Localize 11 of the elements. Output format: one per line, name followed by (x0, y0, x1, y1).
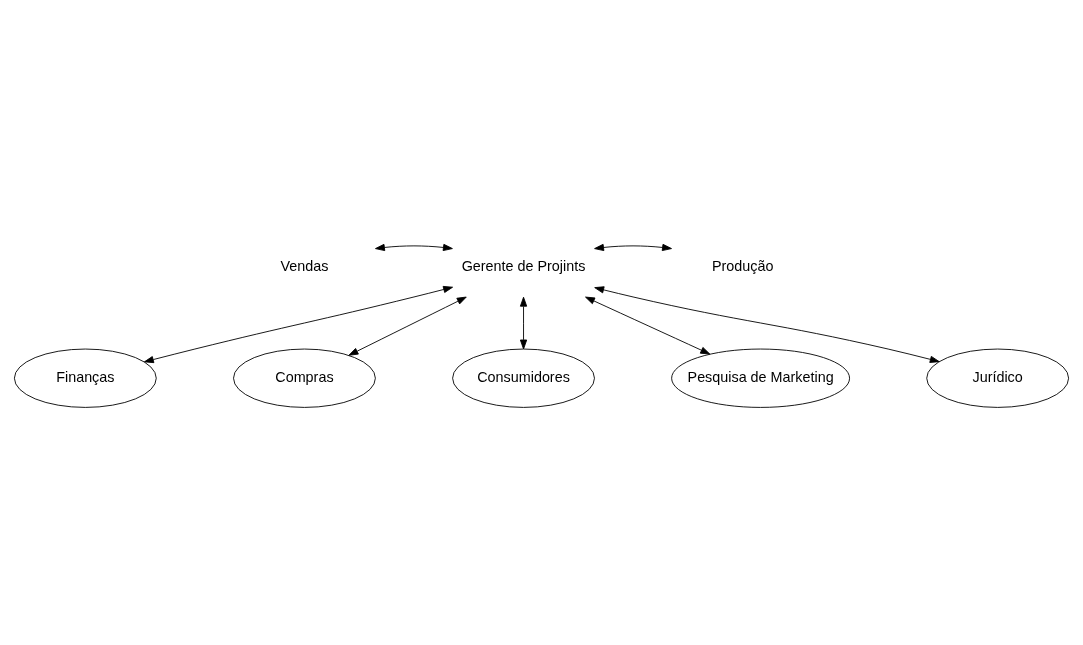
node-text: Vendas (280, 257, 329, 274)
arrow (594, 285, 940, 363)
arrow (375, 243, 453, 251)
node-ellipse: Consumidores (452, 348, 595, 408)
arrow (594, 243, 672, 251)
node-text: Produção (711, 257, 774, 274)
arrow (348, 296, 467, 356)
node-text: Gerente de Projints (461, 257, 586, 274)
arrow (585, 296, 711, 354)
arrow (143, 285, 454, 363)
arrow (519, 296, 528, 349)
